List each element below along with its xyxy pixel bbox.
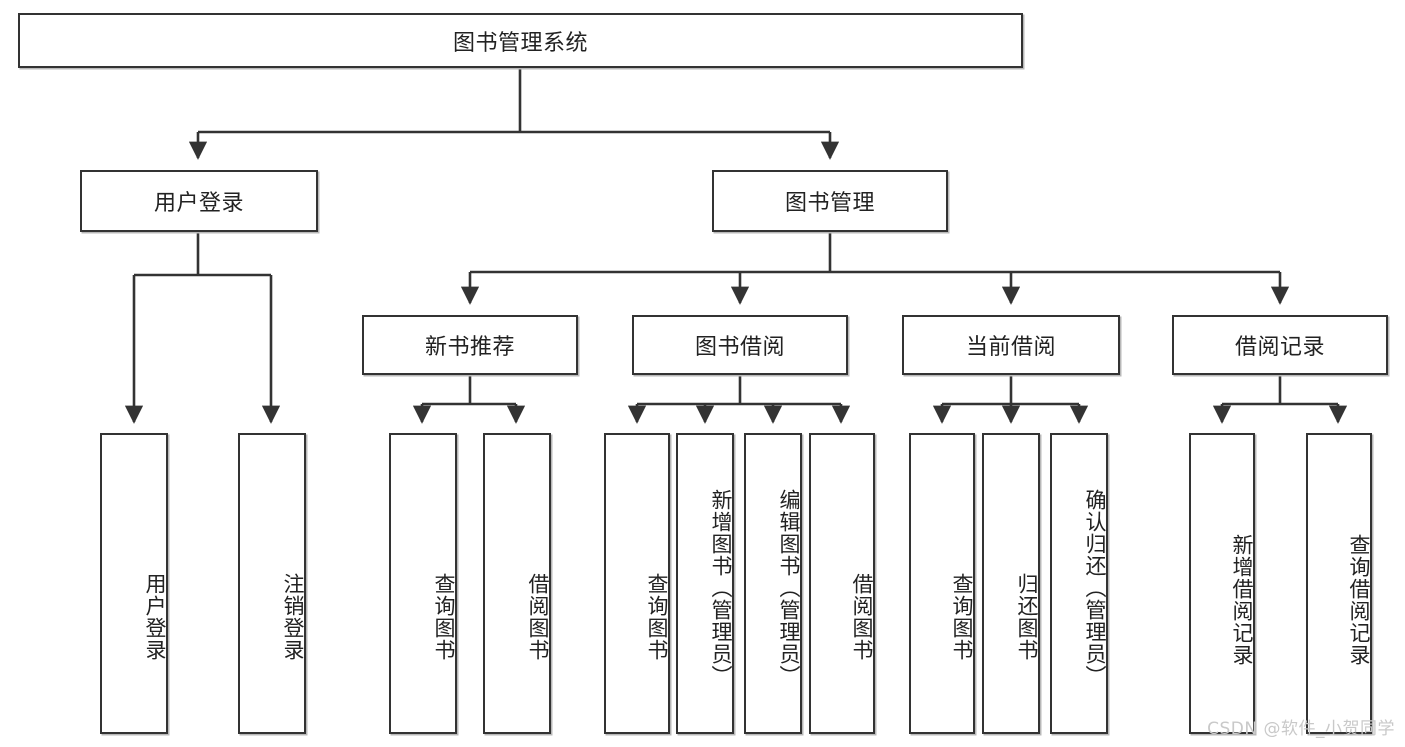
node-leaf-add-book-label: 新增图书（管理员） [709, 488, 733, 687]
node-leaf-query-record-label: 查询借阅记录 [1347, 533, 1371, 666]
node-borrow-record-label: 借阅记录 [1234, 335, 1325, 360]
node-book-borrow[interactable]: 图书借阅 [632, 315, 848, 375]
node-leaf-query-book-1-label: 查询图书 [432, 572, 456, 661]
node-current-borrow[interactable]: 当前借阅 [902, 315, 1120, 375]
node-leaf-borrow-book-1-label: 借阅图书 [526, 572, 550, 661]
node-leaf-logout-label: 注销登录 [281, 572, 305, 661]
node-leaf-query-book-2[interactable]: 查询图书 [604, 433, 670, 734]
node-leaf-query-book-3[interactable]: 查询图书 [909, 433, 975, 734]
node-leaf-borrow-book-2[interactable]: 借阅图书 [809, 433, 875, 734]
node-borrow-record[interactable]: 借阅记录 [1172, 315, 1388, 375]
node-book-manage-label: 图书管理 [784, 191, 875, 216]
watermark-text: CSDN @软件_小贺同学 [1207, 719, 1395, 739]
node-leaf-return-book[interactable]: 归还图书 [982, 433, 1040, 734]
node-user-login[interactable]: 用户登录 [80, 170, 318, 232]
node-user-login-label: 用户登录 [153, 191, 244, 216]
node-root-label: 图书管理系统 [452, 30, 588, 56]
node-new-book-rec-label: 新书推荐 [424, 335, 515, 360]
node-leaf-add-book[interactable]: 新增图书（管理员） [676, 433, 734, 734]
node-new-book-rec[interactable]: 新书推荐 [362, 315, 578, 375]
node-leaf-borrow-book-2-label: 借阅图书 [850, 572, 874, 661]
node-leaf-add-record[interactable]: 新增借阅记录 [1189, 433, 1255, 734]
node-leaf-confirm-return[interactable]: 确认归还（管理员） [1050, 433, 1108, 734]
node-root[interactable]: 图书管理系统 [18, 13, 1023, 68]
node-leaf-edit-book-label: 编辑图书（管理员） [777, 488, 801, 687]
node-leaf-confirm-return-label: 确认归还（管理员） [1083, 488, 1107, 687]
node-leaf-query-book-3-label: 查询图书 [950, 572, 974, 661]
node-current-borrow-label: 当前借阅 [965, 335, 1056, 360]
node-leaf-query-book-1[interactable]: 查询图书 [389, 433, 457, 734]
node-leaf-query-book-2-label: 查询图书 [645, 572, 669, 661]
node-leaf-borrow-book-1[interactable]: 借阅图书 [483, 433, 551, 734]
node-leaf-logout[interactable]: 注销登录 [238, 433, 306, 734]
node-book-borrow-label: 图书借阅 [694, 335, 785, 360]
node-leaf-user-login-label: 用户登录 [143, 572, 167, 661]
node-leaf-query-record[interactable]: 查询借阅记录 [1306, 433, 1372, 734]
node-book-manage[interactable]: 图书管理 [712, 170, 948, 232]
node-leaf-edit-book[interactable]: 编辑图书（管理员） [744, 433, 802, 734]
node-leaf-add-record-label: 新增借阅记录 [1230, 533, 1254, 666]
node-leaf-return-book-label: 归还图书 [1015, 572, 1039, 661]
node-leaf-user-login[interactable]: 用户登录 [100, 433, 168, 734]
